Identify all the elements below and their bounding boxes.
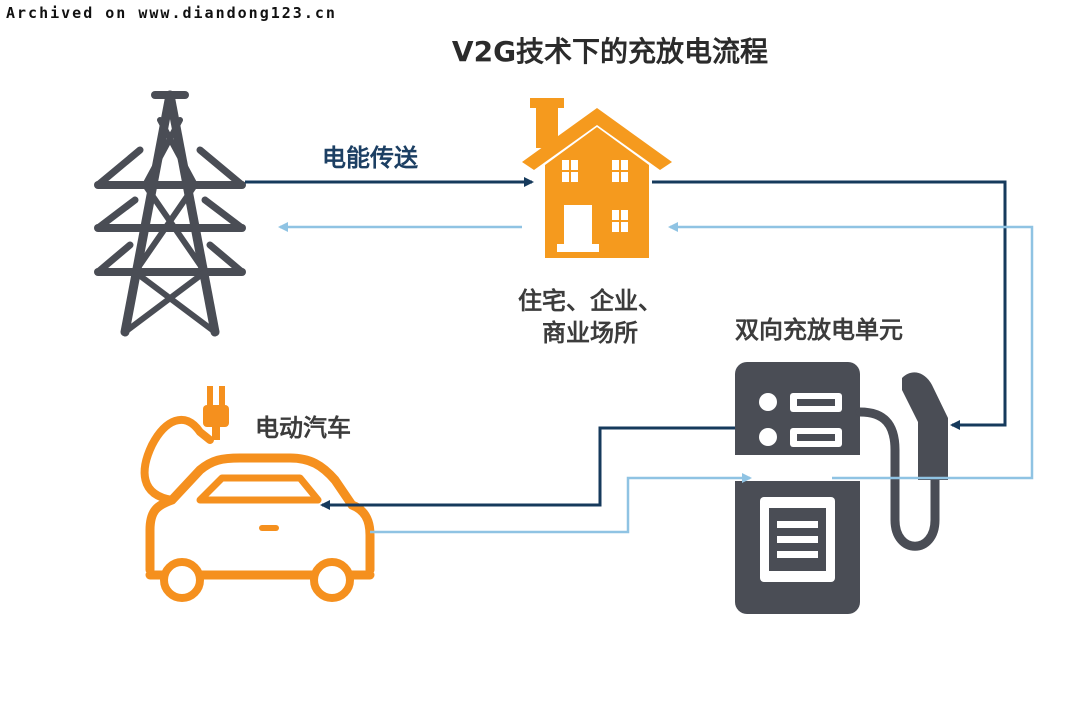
charger-to-car-arrow (320, 426, 735, 510)
house-icon (522, 98, 672, 258)
watermark: Archived on www.diandong123.cn (6, 4, 337, 22)
electric-vehicle-label: 电动汽车 (255, 414, 351, 442)
charger-to-home-arrow (668, 222, 1034, 480)
bidirectional-unit-label: 双向充放电单元 (735, 316, 903, 344)
transmission-tower-icon (94, 90, 246, 337)
energy-transmission-label: 电能传送 (322, 144, 418, 172)
electric-car-icon (140, 416, 375, 602)
house-label: 住宅、企业、 商业场所 (490, 285, 690, 349)
car-to-charger-arrow (370, 473, 752, 534)
plug-icon (203, 386, 229, 440)
charging-station-icon (735, 362, 948, 614)
diagram-title: V2G技术下的充放电流程 (451, 35, 769, 68)
flow-arrows (245, 177, 1034, 534)
house-label-line2: 商业场所 (542, 319, 638, 347)
home-to-charger-arrow (652, 180, 1007, 430)
house-label-line1: 住宅、企业、 (518, 287, 662, 315)
